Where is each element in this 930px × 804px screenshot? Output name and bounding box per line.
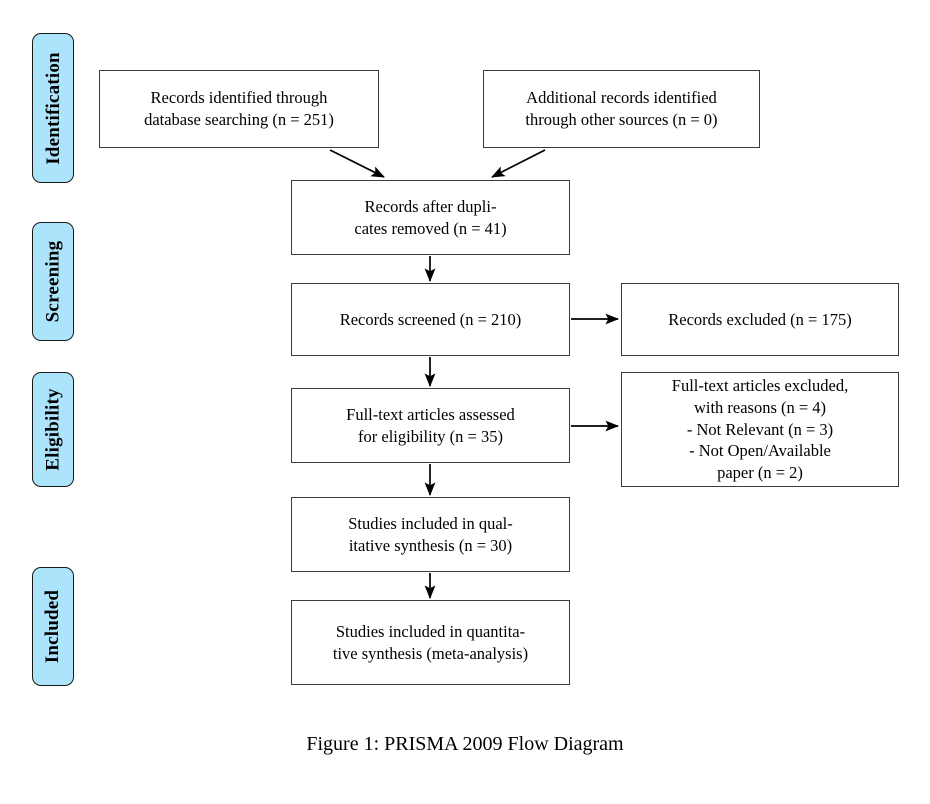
stage-pill-eligibility: Eligibility [32,372,74,487]
box-records-excluded-text: Records excluded (n = 175) [668,309,852,329]
box-qualitative-synthesis: Studies included in qual- itative synthe… [291,497,570,572]
box-records-identified-text: Records identified through database sear… [144,88,334,129]
box-quantitative-synthesis-text: Studies included in quantita- tive synth… [332,621,529,663]
box-fulltext-excluded-text: Full-text articles excluded, with reason… [671,375,849,483]
box-duplicates-removed: Records after dupli- cates removed (n = … [291,180,570,255]
box-additional-records: Additional records identified through ot… [483,70,760,148]
stage-label-eligibility: Eligibility [42,388,64,471]
stage-label-screening: Screening [42,240,64,323]
box-qualitative-synthesis-text: Studies included in qual- itative synthe… [348,513,513,555]
box-fulltext-assessed: Full-text articles assessed for eligibil… [291,388,570,463]
stage-label-included: Included [42,589,64,664]
figure-caption: Figure 1: PRISMA 2009 Flow Diagram [306,733,624,755]
box-records-screened-text: Records screened (n = 210) [339,309,522,329]
box-records-excluded: Records excluded (n = 175) [621,283,899,356]
box-duplicates-removed-text: Records after dupli- cates removed (n = … [354,196,507,238]
box-quantitative-synthesis: Studies included in quantita- tive synth… [291,600,570,685]
stage-pill-included: Included [32,567,74,686]
arrow-identified-to-duplicates [329,149,385,178]
box-fulltext-excluded: Full-text articles excluded, with reason… [621,372,899,487]
box-additional-records-text: Additional records identified through ot… [525,88,718,129]
box-fulltext-assessed-text: Full-text articles assessed for eligibil… [346,404,515,446]
arrow-additional-to-duplicates [491,149,546,178]
stage-pill-screening: Screening [32,222,74,341]
stage-label-identification: Identification [42,51,64,165]
box-records-identified: Records identified through database sear… [99,70,379,148]
box-records-screened: Records screened (n = 210) [291,283,570,356]
stage-pill-identification: Identification [32,33,74,183]
